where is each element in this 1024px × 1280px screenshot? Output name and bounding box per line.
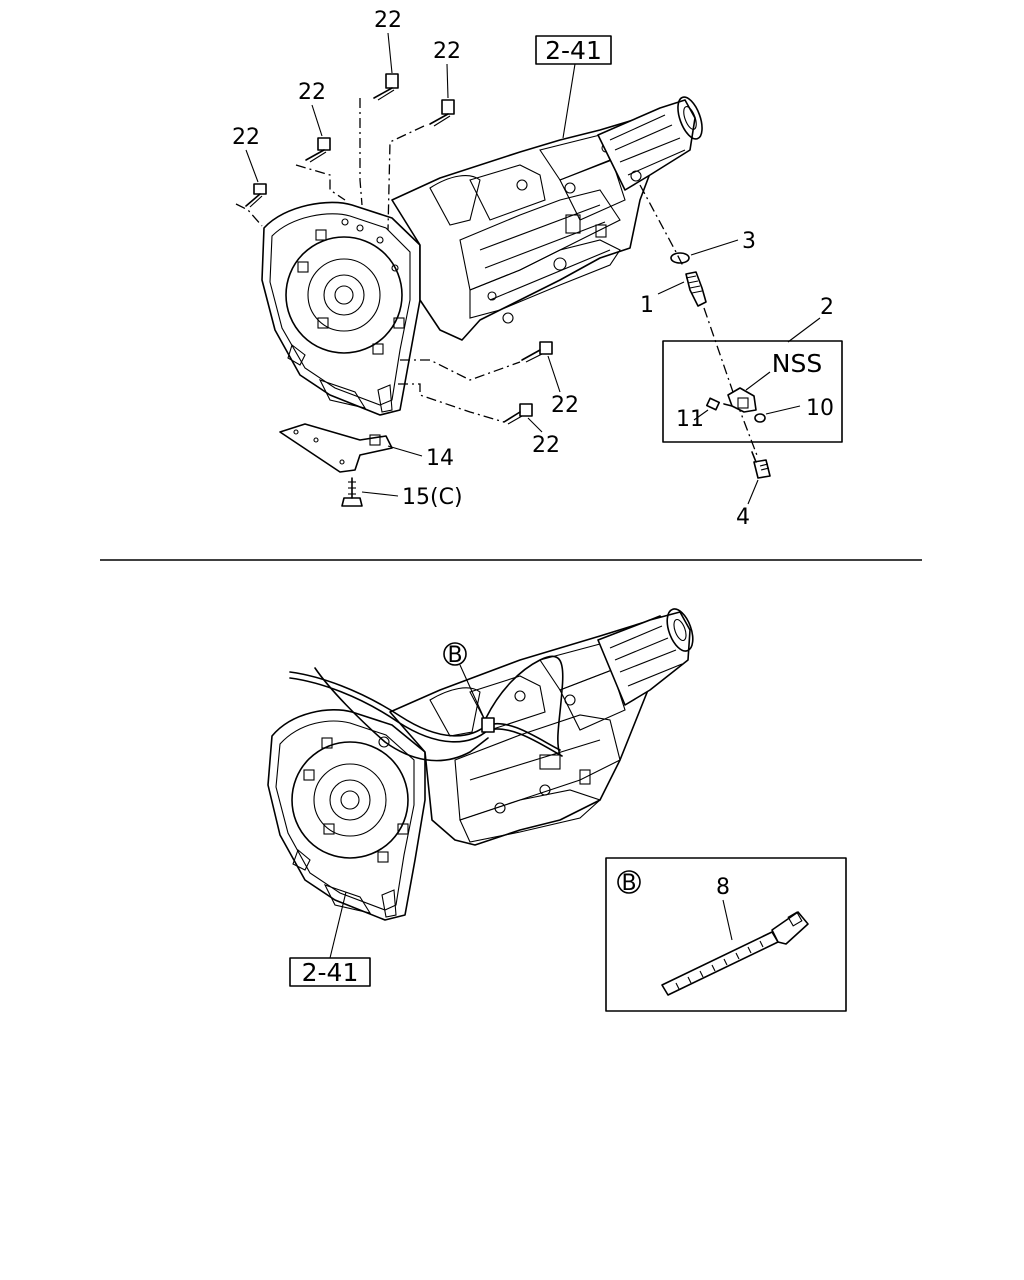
transmission-case <box>391 96 703 341</box>
bolt-icon <box>245 183 267 208</box>
callout-22-c: 22 <box>298 80 326 105</box>
nss-label: NSS <box>772 349 822 378</box>
callout-3: 3 <box>742 229 756 254</box>
callout-22-d: 22 <box>232 125 260 150</box>
bell-housing-lower <box>267 709 426 921</box>
wiring-harness <box>289 655 564 762</box>
detail-box-b: B 8 <box>605 857 847 1012</box>
upper-exploded-view: 2-41 <box>232 8 843 530</box>
callout-15c: 15(C) <box>402 485 463 510</box>
bolt-group-lower <box>398 341 553 425</box>
lower-ref-box: 2-41 <box>289 891 371 987</box>
bolt-15c-icon <box>341 477 363 507</box>
bolt-icon <box>521 341 553 363</box>
bolt-icon <box>373 73 399 101</box>
detail-marker-b-label: B <box>621 871 636 896</box>
callout-22-a: 22 <box>374 8 402 33</box>
callout-1: 1 <box>640 293 654 318</box>
lower-ref-box-label: 2-41 <box>302 958 359 987</box>
washer-icon <box>754 413 766 423</box>
callout-22-b: 22 <box>433 39 461 64</box>
bolt-icon <box>429 99 455 127</box>
upper-ref-box: 2-41 <box>535 35 612 139</box>
bolt-4-icon <box>751 451 771 479</box>
upper-ref-box-label: 2-41 <box>545 36 602 65</box>
callout-4: 4 <box>736 505 750 530</box>
bell-housing <box>261 201 421 416</box>
bolt-icon <box>503 403 533 425</box>
transmission-case-lower <box>389 608 694 846</box>
bolt-group-top <box>235 73 455 231</box>
pin-icon <box>705 397 721 411</box>
callout-22-e: 22 <box>551 393 579 418</box>
cable-tie-icon <box>661 911 809 996</box>
harness-clip-icon <box>481 717 495 733</box>
clip-marker-b-label: B <box>447 643 462 668</box>
callout-11: 11 <box>676 407 704 432</box>
speed-sensor-icon <box>723 387 757 413</box>
callout-2: 2 <box>820 295 834 320</box>
callout-14: 14 <box>426 446 454 471</box>
callout-8: 8 <box>716 875 730 900</box>
lower-assembled-view: B 2-41 B 8 <box>267 608 847 1012</box>
nss-box: NSS 11 10 <box>662 340 843 443</box>
clip-marker-b: B <box>443 642 485 719</box>
bolt-icon <box>305 137 331 163</box>
cover-plate <box>279 423 393 473</box>
speedometer-driven-gear-icon <box>685 271 707 307</box>
callout-22-f: 22 <box>532 433 560 458</box>
callout-10: 10 <box>806 396 834 421</box>
o-ring-icon <box>670 252 690 264</box>
